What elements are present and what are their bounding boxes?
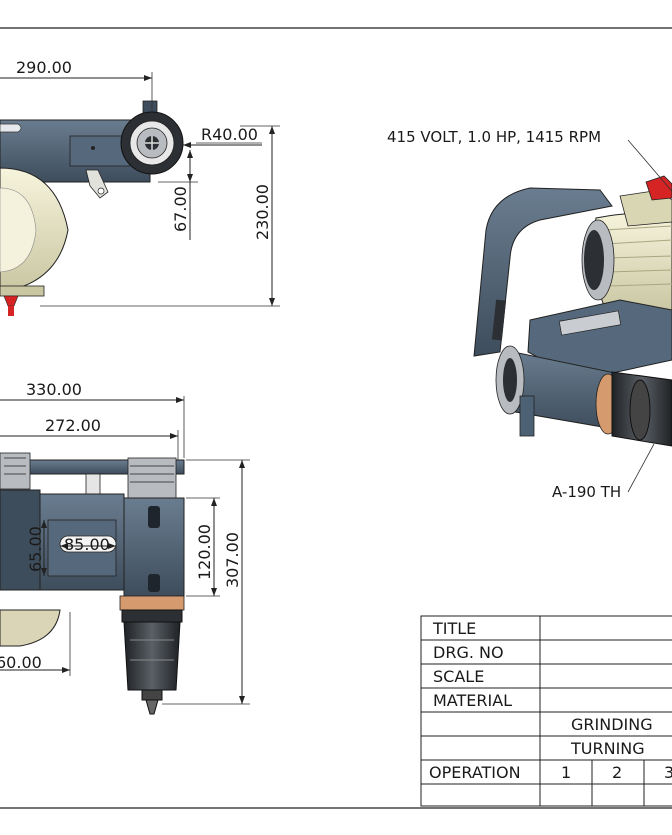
- tb-drg-no: DRG. NO: [433, 643, 504, 662]
- tb-operation-label: OPERATION: [429, 763, 521, 782]
- tb-title: TITLE: [432, 619, 476, 638]
- callout-motor: 415 VOLT, 1.0 HP, 1415 RPM: [387, 128, 601, 146]
- dim-330: 330.00: [26, 380, 82, 399]
- tb-scale: SCALE: [433, 667, 484, 686]
- iso-view: [473, 175, 672, 447]
- front-dimensions: 290.00 R40.00 67.00 230.00: [0, 58, 280, 307]
- dim-272: 272.00: [45, 416, 101, 435]
- iso-base: [527, 299, 672, 381]
- tb-col-1: 1: [561, 763, 571, 782]
- title-block: TITLE DRG. NO SCALE MATERIAL GRINDING TU…: [420, 615, 672, 807]
- copper-ring: [119, 595, 185, 611]
- iso-arm: [473, 187, 613, 357]
- dim-r40: R40.00: [201, 125, 258, 144]
- slot: [59, 535, 117, 553]
- iso-callouts: 415 VOLT, 1.0 HP, 1415 RPM A-190 TH: [387, 128, 672, 501]
- top-right-pulley: [127, 457, 177, 499]
- dim-65: 65.00: [26, 526, 45, 572]
- dim-85: 85.00: [64, 535, 110, 554]
- dim-230: 230.00: [253, 184, 272, 240]
- top-dimensions: 330.00 272.00 85.00 65.00 120.00 307.00 …: [0, 380, 250, 705]
- tb-col-3: 3: [664, 763, 672, 782]
- dim-60: 60.00: [0, 653, 42, 672]
- drill-chuck: [123, 621, 181, 691]
- iso-switch: [645, 175, 672, 201]
- front-view: [0, 100, 184, 316]
- tb-op-turning: TURNING: [570, 739, 645, 758]
- dim-290: 290.00: [16, 58, 72, 77]
- top-view: [0, 452, 185, 715]
- dim-307: 307.00: [223, 532, 242, 588]
- dim-67: 67.00: [171, 186, 190, 232]
- tb-material: MATERIAL: [433, 691, 512, 710]
- dim-120: 120.00: [195, 524, 214, 580]
- tb-col-2: 2: [612, 763, 622, 782]
- callout-belt: A-190 TH: [552, 483, 621, 501]
- tb-op-grinding: GRINDING: [571, 715, 653, 734]
